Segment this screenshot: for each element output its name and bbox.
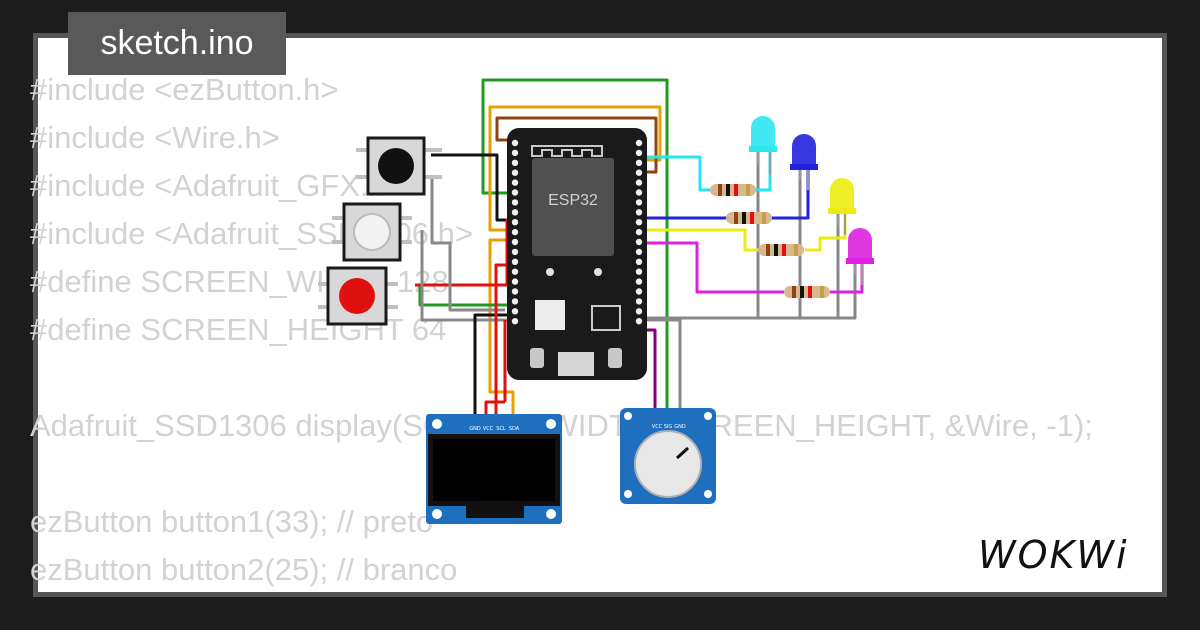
oled-pin-label: GND <box>469 426 481 432</box>
header-pin <box>635 209 643 216</box>
header-pin <box>511 318 519 325</box>
header-pin <box>635 318 643 325</box>
resistor[interactable] <box>710 184 756 196</box>
wire <box>640 262 857 320</box>
header-pin <box>511 159 519 166</box>
pot-pin-label: VCC <box>652 424 663 430</box>
wire <box>431 153 515 222</box>
wire <box>481 78 669 412</box>
header-pin <box>511 308 519 315</box>
wire <box>418 285 515 307</box>
file-tab[interactable]: sketch.ino <box>68 12 286 75</box>
wire <box>420 230 515 322</box>
header-pin <box>635 288 643 295</box>
header-pin <box>635 278 643 285</box>
header-pin <box>635 169 643 176</box>
code-line: Adafruit_SSD1306 display(SCREEN_WIDTH, S… <box>30 408 1093 443</box>
header-pin <box>635 228 643 236</box>
header-pin <box>511 169 519 176</box>
header-pin <box>511 199 519 206</box>
header-pin <box>635 238 643 246</box>
wire <box>430 175 505 312</box>
pushbutton-red[interactable] <box>318 266 398 326</box>
header-pin <box>511 268 519 275</box>
pot-pin-label: GND <box>674 424 686 430</box>
wire <box>830 262 864 294</box>
pot-pin-label: SIG <box>664 424 673 430</box>
header-pin <box>511 139 519 147</box>
wokwi-logo: WOKWi <box>978 533 1129 577</box>
header-pin <box>635 298 643 305</box>
header-pin <box>635 179 643 186</box>
header-pin <box>511 149 519 157</box>
header-pin <box>511 258 519 265</box>
oled-pin-label: SDA <box>509 426 520 432</box>
pushbutton-black[interactable] <box>356 136 442 196</box>
oled-pin-label: SCL <box>496 426 506 432</box>
wire <box>495 116 658 174</box>
esp32-label: ESP32 <box>548 192 598 209</box>
led-cyan[interactable] <box>749 116 777 175</box>
led-magenta[interactable] <box>846 228 874 285</box>
code-line: #define SCREEN_HEIGHT 64 <box>30 312 447 347</box>
code-background: #include <ezButton.h> #include <Wire.h> … <box>30 66 1093 594</box>
code-line: #include <Adafruit_GFX.h> <box>30 168 404 203</box>
resistor[interactable] <box>758 244 804 256</box>
wire <box>632 241 784 294</box>
header-pin <box>511 189 519 196</box>
header-pin <box>635 159 643 166</box>
header-pin <box>511 179 519 186</box>
wokwi-logo-text: WOKWi <box>978 533 1129 577</box>
header-pin <box>635 139 643 147</box>
code-line: #include <Adafruit_SSD1306.h> <box>30 216 473 251</box>
oled-display[interactable]: GND VCC SCL SDA <box>426 414 562 524</box>
header-pin <box>635 219 643 226</box>
wire <box>473 313 515 422</box>
header-pin <box>635 308 643 315</box>
esp32-board[interactable]: ESP32 <box>507 128 647 380</box>
resistor[interactable] <box>726 212 772 224</box>
header-pin <box>511 238 519 246</box>
code-line: ezButton button1(33); // preto <box>30 504 434 539</box>
header-pin <box>635 199 643 206</box>
esp32-pin-headers <box>511 139 643 325</box>
code-line: #include <Wire.h> <box>30 120 280 155</box>
header-pin <box>511 298 519 305</box>
pushbutton-white[interactable] <box>332 202 412 262</box>
header-pin <box>511 288 519 295</box>
led-yellow[interactable] <box>828 178 856 235</box>
header-pin <box>511 228 519 236</box>
header-pin <box>635 258 643 265</box>
header-pin <box>511 278 519 285</box>
wire <box>632 155 712 192</box>
header-pin <box>635 189 643 196</box>
header-pin <box>511 248 519 256</box>
led-blue[interactable] <box>790 134 818 190</box>
potentiometer[interactable]: VCC SIG GND <box>620 408 716 504</box>
header-pin <box>511 219 519 226</box>
code-line: #include <ezButton.h> <box>30 72 339 107</box>
header-pin <box>635 149 643 157</box>
oled-pin-label: VCC <box>483 426 494 432</box>
wire <box>488 238 515 422</box>
header-pin <box>511 209 519 216</box>
wire <box>632 228 758 252</box>
wire <box>770 165 810 220</box>
code-line: ezButton button2(25); // branco <box>30 552 458 587</box>
header-pin <box>635 248 643 256</box>
resistor[interactable] <box>784 286 830 298</box>
header-pin <box>635 268 643 275</box>
wire <box>640 318 682 412</box>
